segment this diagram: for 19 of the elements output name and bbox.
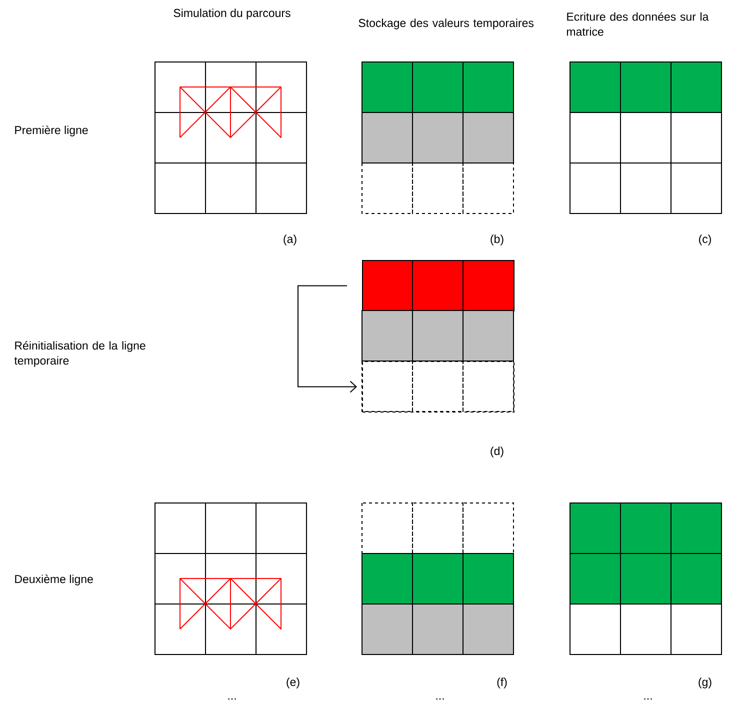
panel-label: (a) — [284, 234, 296, 246]
column-heading: Ecriture des données sur la matrice — [566, 12, 709, 36]
table-row — [362, 361, 514, 412]
panel-label: (c) — [699, 234, 711, 246]
column-heading: Stockage des valeurs temporaires — [358, 18, 534, 30]
row-label: Première ligne — [15, 126, 88, 136]
ellipsis: ... — [644, 698, 652, 700]
table-row — [362, 260, 514, 312]
ellipsis: ... — [436, 698, 444, 700]
panel-label: (e) — [286, 678, 300, 688]
panel-label: (f) — [497, 678, 507, 688]
panel-label: (b) — [490, 234, 504, 246]
column-heading: Simulation du parcours — [174, 8, 290, 20]
arrow — [298, 285, 357, 393]
row-label: Deuxième ligne — [15, 574, 93, 586]
panel-label: (d) — [490, 446, 504, 458]
ellipsis: ... — [228, 698, 236, 700]
row-label: Réinitialisation de la ligne temporaire — [14, 341, 146, 367]
panel-label: (g) — [698, 678, 712, 688]
